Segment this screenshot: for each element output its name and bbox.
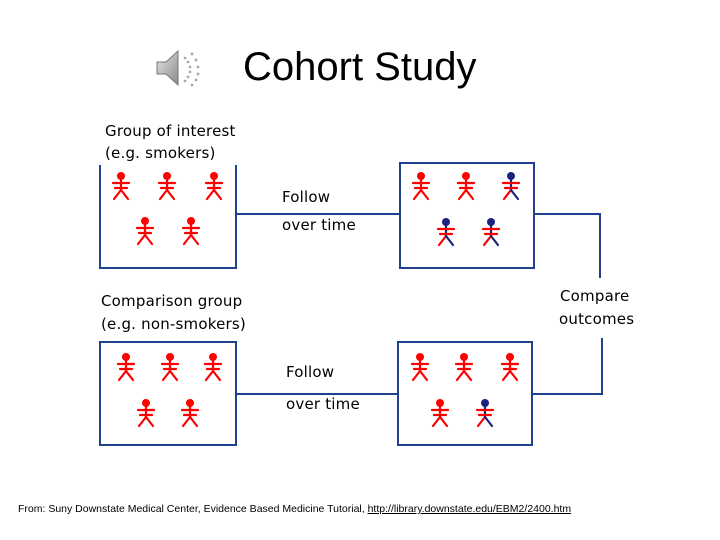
group-interest-outcome-people xyxy=(413,172,519,245)
compare-label: Compare xyxy=(560,285,629,307)
group-interest-people xyxy=(113,172,222,244)
comparison-example: (e.g. non-smokers) xyxy=(101,313,246,335)
compare-connector-top xyxy=(534,214,600,278)
comparison-outcome-people xyxy=(412,353,518,426)
follow-label-top: Follow xyxy=(282,186,330,208)
comparison-people xyxy=(118,353,221,426)
citation-text: From: Suny Downstate Medical Center, Evi… xyxy=(18,503,368,515)
over-time-label-bottom: over time xyxy=(286,393,360,415)
compare-connector-bottom xyxy=(532,338,602,394)
outcomes-label: outcomes xyxy=(559,308,634,330)
follow-label-bottom: Follow xyxy=(286,361,334,383)
comparison-label: Comparison group xyxy=(101,290,242,312)
source-citation: From: Suny Downstate Medical Center, Evi… xyxy=(18,503,571,515)
group-interest-example: (e.g. smokers) xyxy=(105,142,216,164)
source-link[interactable]: http://library.downstate.edu/EBM2/2400.h… xyxy=(368,503,572,515)
over-time-label-top: over time xyxy=(282,214,356,236)
group-interest-label: Group of interest xyxy=(105,120,236,142)
